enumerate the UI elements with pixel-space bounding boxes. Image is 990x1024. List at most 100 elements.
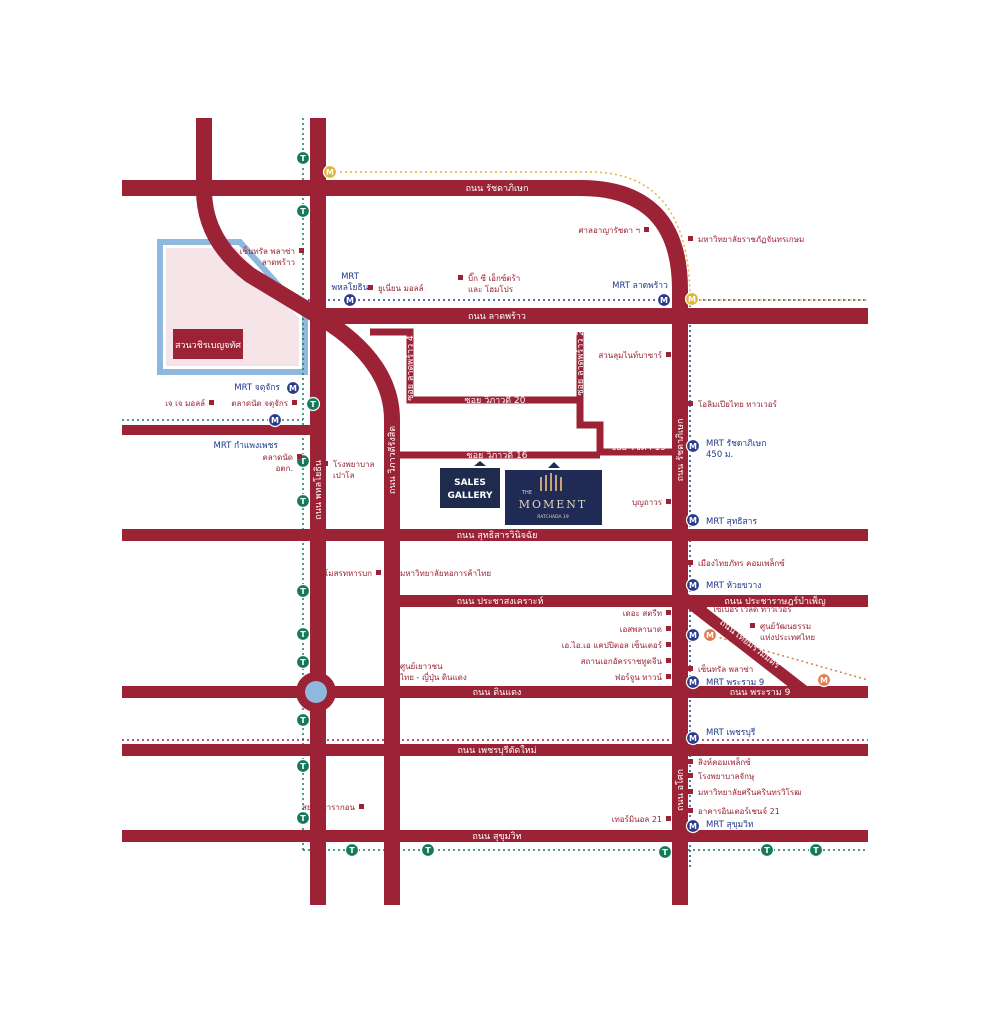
road-label-rama9: ถนน พระราม 9 [730, 688, 791, 698]
poi-label: เซ็นทรัล พลาซ่า [240, 246, 295, 256]
poi-or_tor_kor: ตลาดนัด [263, 453, 302, 462]
svg-text:M: M [689, 442, 697, 451]
poi-union_mall: ยูเนี่ยน มอลล์ [368, 282, 424, 294]
svg-text:M: M [689, 678, 697, 687]
poi-square-icon [666, 499, 671, 504]
poi-or_tor_kor2: อตก. [276, 464, 293, 473]
road-label-sukhumvit: ถนน สุขุมวิท [472, 831, 521, 842]
poi-label: และ โฮมโปร [468, 284, 514, 294]
poi-central_rama9: เซ็นทรัล พลาซ่า [688, 664, 753, 674]
svg-text:M: M [689, 822, 697, 831]
svg-text:M: M [289, 384, 297, 393]
din-daeng-roundabout [296, 672, 336, 712]
mrt-label-rama9: MRT พระราม 9 [706, 678, 764, 688]
svg-text:T: T [425, 846, 431, 855]
poi-ic_capital: เอ.ไอ.เอ แคปปิตอล เซ็นเตอร์ [562, 640, 671, 650]
mrt-station-icon: M [656, 292, 672, 308]
poi-thai_culture: ศูนย์วัฒนธรรม [750, 621, 811, 632]
road-label-soi-v16: ซอย วิภาวดี 16 [467, 450, 528, 461]
mrt-station-icon: M [685, 818, 701, 834]
svg-text:M: M [820, 676, 828, 685]
mrt-station-icon: M [267, 412, 283, 428]
poi-label: โรงพยาบาล [333, 459, 375, 469]
bts-station-icon: T [295, 810, 311, 826]
poi-square-icon [688, 401, 693, 406]
svg-text:M: M [689, 516, 697, 525]
svg-text:T: T [813, 846, 819, 855]
mrt-label-ratchada-dist: 450 ม. [706, 450, 733, 460]
poi-label: สโมสรทหารบก [319, 568, 372, 578]
poi-horse_track: สยามพารากอน [302, 803, 364, 812]
svg-text:M: M [346, 296, 354, 305]
svg-text:T: T [300, 207, 306, 216]
poi-label: สิงห์คอมเพล็กซ์ [698, 757, 751, 767]
mrt-label-sukhumvit: MRT สุขุมวิท [706, 820, 754, 830]
mrt-label-phahon2: พหลโยธิน [332, 282, 369, 293]
sales-gallery-line2: GALLERY [448, 491, 493, 501]
bts-station-icon: T [295, 712, 311, 728]
svg-text:M: M [271, 416, 279, 425]
mrt-station-icon: M [685, 438, 701, 454]
poi-label: เจ เจ มอลล์ [165, 398, 205, 408]
poi-big_c2: และ โฮมโปร [468, 284, 514, 294]
poi-label: เปาโล [333, 470, 355, 480]
poi-jetanin: โรงพยาบาลจักษุ [688, 771, 754, 781]
svg-text:T: T [300, 457, 306, 466]
bts-station-icon: T [295, 626, 311, 642]
poi-square-icon [666, 626, 671, 631]
poi-square-icon [666, 642, 671, 647]
poi-square-icon [666, 816, 671, 821]
poi-label: บิ๊ก ซี เอ็กซ์ตร้า [468, 272, 520, 283]
poi-square-icon [688, 773, 693, 778]
poi-the_street: เดอะ สตรีท [623, 609, 671, 618]
mrt-label-lat-phrao: MRT ลาดพร้าว [612, 280, 668, 291]
svg-text:T: T [349, 846, 355, 855]
poi-fortune: ฟอร์จูน ทาวน์ [615, 672, 671, 683]
poi-jj_mall: เจ เจ มอลล์ [165, 398, 214, 408]
mrt-station-icon: M [816, 672, 832, 688]
bts-station-icon: T [295, 150, 311, 166]
poi-square-icon [666, 658, 671, 663]
poi-square-icon [368, 285, 373, 290]
bts-station-icon: T [305, 396, 321, 412]
poi-label: ฟอร์จูน ทาวน์ [615, 672, 663, 683]
poi-label: สถานเอกอัครราชทูตจีน [581, 657, 663, 667]
poi-label: มหาวิทยาลัยราชภัฏจันทรเกษม [698, 235, 804, 244]
poi-square-icon [666, 674, 671, 679]
poi-label: อตก. [276, 464, 293, 473]
mrt-label-kamphaeng: MRT กำแพงเพชร [213, 441, 278, 451]
mrt-label-phahon: MRT [341, 272, 360, 282]
svg-text:T: T [300, 497, 306, 506]
poi-label: ตลาดนัด [263, 453, 293, 462]
road-label-pracha-songkhro: ถนน ประชาสงเคราะห์ [457, 595, 544, 607]
sales-gallery-line1: SALES [454, 478, 486, 488]
bts-station-icon: T [295, 758, 311, 774]
bts-station-icon: T [295, 654, 311, 670]
poi-square-icon [292, 400, 297, 405]
mrt-station-icon: M [685, 730, 701, 746]
road-label-sutthisan: ถนน สุทธิสารวินิจฉัย [457, 530, 538, 541]
mrt-station-icon: M [684, 291, 700, 307]
road-label-soi-lp26: ซอย ลาดพร้าว 26 [575, 324, 586, 396]
poi-square-icon [390, 570, 395, 575]
svg-text:T: T [300, 814, 306, 823]
poi-label: โอลิมเปียไทย ทาวเวอร์ [698, 399, 778, 409]
bts-station-icon: T [808, 842, 824, 858]
bts-station-icon: T [657, 844, 673, 860]
poi-square-icon [688, 789, 693, 794]
project-the-moment: THE MOMENT RATCHADA 19 [505, 462, 602, 525]
mrt-label-phetchaburi: MRT เพชรบุรี [706, 727, 756, 738]
road-label-phahonyothin: ถนน พหลโยธิน [313, 460, 324, 520]
bts-station-icon: T [295, 583, 311, 599]
road-labels: ถนน รัชดาภิเษก ถนน ลาดพร้าว ถนน สุทธิสาร… [313, 183, 826, 842]
project-name: MOMENT [519, 498, 588, 511]
svg-text:M: M [689, 734, 697, 743]
poi-square-icon [458, 275, 463, 280]
poi-thai_japan2: ไทย - ญี่ปุ่น ดินแดง [399, 671, 467, 682]
poi-terminal21: เทอร์มินอล 21 [612, 814, 671, 824]
poi-swu: มหาวิทยาลัยศรีนครินทรวิโรฒ [688, 787, 801, 797]
poi-square-icon [299, 248, 304, 253]
